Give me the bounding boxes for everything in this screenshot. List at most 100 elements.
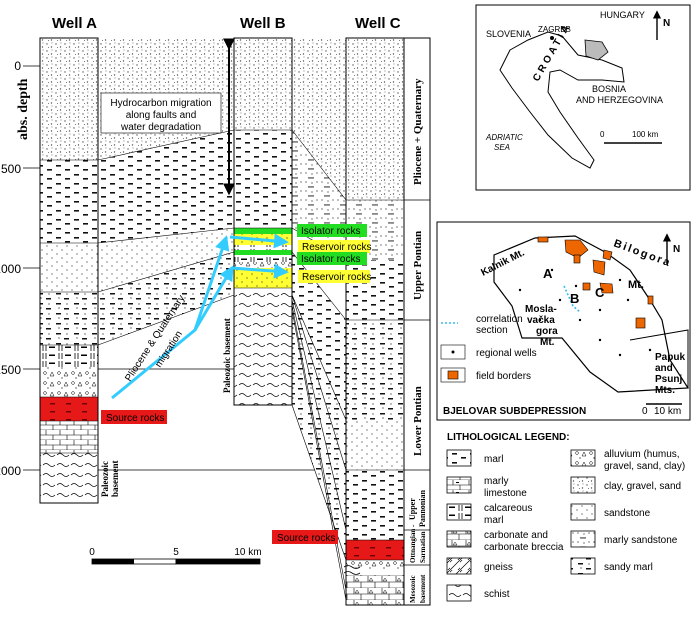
- map-scale-100: 100 km: [632, 130, 659, 139]
- legend-marly-limestone-2: limestone: [484, 488, 527, 499]
- subdepression-outline: [493, 235, 690, 393]
- hc-migration-text-1: Hydrocarbon migration: [110, 98, 211, 109]
- map-papuk-2: and: [655, 363, 673, 374]
- well-b-column: Paleozoic basement: [222, 37, 293, 406]
- scale-10: 10 km: [234, 547, 261, 558]
- stage-ottnangian-2: Sarmatian: [419, 531, 427, 563]
- legend-carb-2: carbonate breccia: [484, 542, 564, 553]
- map-zagreb: ZAGREB: [538, 25, 571, 34]
- stage-mesozoic-1: Mesozoic: [409, 575, 417, 603]
- legend-marly-sandstone: marly sandstone: [604, 535, 678, 546]
- map-scale-0: 0: [600, 130, 605, 139]
- map-mosla-3: gora: [536, 326, 558, 337]
- section-scale-bar: 0 5 10 km: [89, 547, 262, 565]
- legend-wells: regional wells: [476, 348, 537, 359]
- map-mosla-4: Mt.: [540, 337, 555, 348]
- cross-section: Well A Well B Well C abs. depth 0 500 10…: [0, 15, 431, 606]
- depth-axis-label: abs. depth: [16, 78, 31, 140]
- legend-title: LITHOLOGICAL LEGEND:: [447, 432, 570, 443]
- stage-pliocene-quaternary: Pliocene + Quaternary: [412, 78, 424, 185]
- source-label-c: Source rocks: [277, 533, 335, 544]
- field-borders: [537, 236, 654, 329]
- map-mosla-2: vačka: [527, 315, 555, 326]
- map-papuk-1: Papuk: [655, 352, 685, 363]
- stage-upper-pannonian-2: Pannonian: [418, 490, 427, 527]
- well-a-label: Well A: [52, 15, 97, 32]
- legend-marl: marl: [484, 454, 503, 465]
- legend-alluvium-1: alluvium (humus,: [604, 449, 680, 460]
- scale-0: 0: [89, 547, 95, 558]
- map-slovenia: SLOVENIA: [486, 29, 531, 39]
- isolator-label-2: Isolator rocks: [301, 254, 360, 265]
- legend-sandstone: sandstone: [604, 508, 651, 519]
- legend-fields: field borders: [476, 371, 531, 382]
- reservoir-label-1-box: [298, 240, 370, 253]
- legend-calc-marl-1: calcareous: [484, 503, 532, 514]
- isolator-label-1: Isolator rocks: [301, 226, 360, 237]
- stage-mesozoic-2: basement: [419, 574, 427, 603]
- map-point-b: B: [570, 291, 579, 306]
- map-scale2-10: 10 km: [654, 406, 681, 417]
- map-scale2-0: 0: [642, 406, 648, 417]
- correlation-line: [563, 285, 581, 313]
- well-c-label: Well C: [355, 15, 401, 32]
- hc-migration-text-2: along faults and: [126, 110, 197, 121]
- legend-sandy-marl: sandy marl: [604, 562, 653, 573]
- map-hungary: HUNGARY: [600, 10, 645, 20]
- paleozoic-a-label-1: Paleozoic: [100, 461, 110, 497]
- well-c-column: [343, 37, 405, 606]
- tick-1500: 1500: [0, 363, 21, 377]
- map-papuk-4: Mts.: [655, 385, 675, 396]
- croatia-outline: [499, 31, 625, 169]
- croatia-map: HUNGARY SLOVENIA ZAGREB CROATIA BOSNIA A…: [475, 4, 691, 191]
- isolator-label-1-box: [297, 224, 367, 237]
- stage-ottnangian-1: Ottnangian -: [409, 524, 417, 563]
- legend-gneiss: gneiss: [484, 562, 513, 573]
- legend-alluvium-2: gravel, sand, clay): [604, 461, 685, 472]
- reservoir-label-2: Reservoir rocks: [302, 272, 371, 283]
- map-bjelovar-title: BJELOVAR SUBDEPRESSION: [443, 406, 586, 417]
- tick-1000: 1000: [0, 262, 21, 276]
- legend-wells-symbol: [451, 350, 455, 354]
- map-north-2: N: [673, 244, 680, 255]
- map-bilogora-2: Mt.: [628, 279, 644, 291]
- legend-corr-1: correlation: [476, 314, 523, 325]
- source-label-c-box: [272, 530, 338, 544]
- paleozoic-a-label-2: basement: [110, 461, 120, 498]
- lithological-legend: LITHOLOGICAL LEGEND: marl marly limeston…: [446, 432, 685, 602]
- stage-upper-pontian: Upper Pontian: [412, 231, 424, 300]
- map-adriatic-2: SEA: [494, 143, 510, 152]
- tick-2000: 2000: [0, 464, 21, 478]
- reservoir-label-2-box: [298, 270, 370, 283]
- map-point-c: C: [595, 285, 605, 300]
- tick-500: 500: [1, 162, 21, 176]
- papuk-outline: [629, 329, 689, 388]
- map-north-1: N: [663, 18, 670, 29]
- legend-marly-limestone-1: marly: [484, 476, 508, 487]
- source-label-a-box: [101, 410, 167, 424]
- regional-wells: [518, 268, 652, 357]
- legend-field-symbol: [447, 370, 459, 380]
- map-bosnia-1: BOSNIA: [592, 84, 626, 94]
- study-area: [584, 39, 609, 61]
- stage-upper-pannonian-1: Upper: [408, 498, 417, 520]
- map-mosla-1: Mosla-: [525, 304, 557, 315]
- migration-arrows: [111, 233, 289, 400]
- bjelovar-map: Kalnik Mt. Bilogora Mt. A B C Mosla- vač…: [436, 221, 691, 421]
- map-adriatic-1: ADRIATIC: [485, 133, 523, 142]
- map-point-a: A: [543, 266, 553, 281]
- isolator-label-2-box: [297, 252, 367, 265]
- reservoir-label-1: Reservoir rocks: [302, 242, 371, 253]
- map-bosnia-2: AND HERZEGOVINA: [576, 95, 663, 105]
- stratigraphic-column: Pliocene + Quaternary Upper Pontian Lowe…: [403, 37, 431, 606]
- scale-5: 5: [173, 547, 179, 558]
- legend-carb-1: carbonate and: [484, 530, 548, 541]
- stage-lower-pontian: Lower Pontian: [412, 386, 424, 456]
- map-papuk-3: Psunj: [655, 374, 682, 385]
- legend-corr-2: section: [476, 325, 508, 336]
- legend-schist: schist: [484, 589, 510, 600]
- legend-clay: clay, gravel, sand: [604, 481, 681, 492]
- hc-migration-text-3: water degradation: [120, 122, 201, 133]
- hc-migration-box: [100, 92, 222, 134]
- well-a-column: Paleozoic basement: [39, 37, 120, 504]
